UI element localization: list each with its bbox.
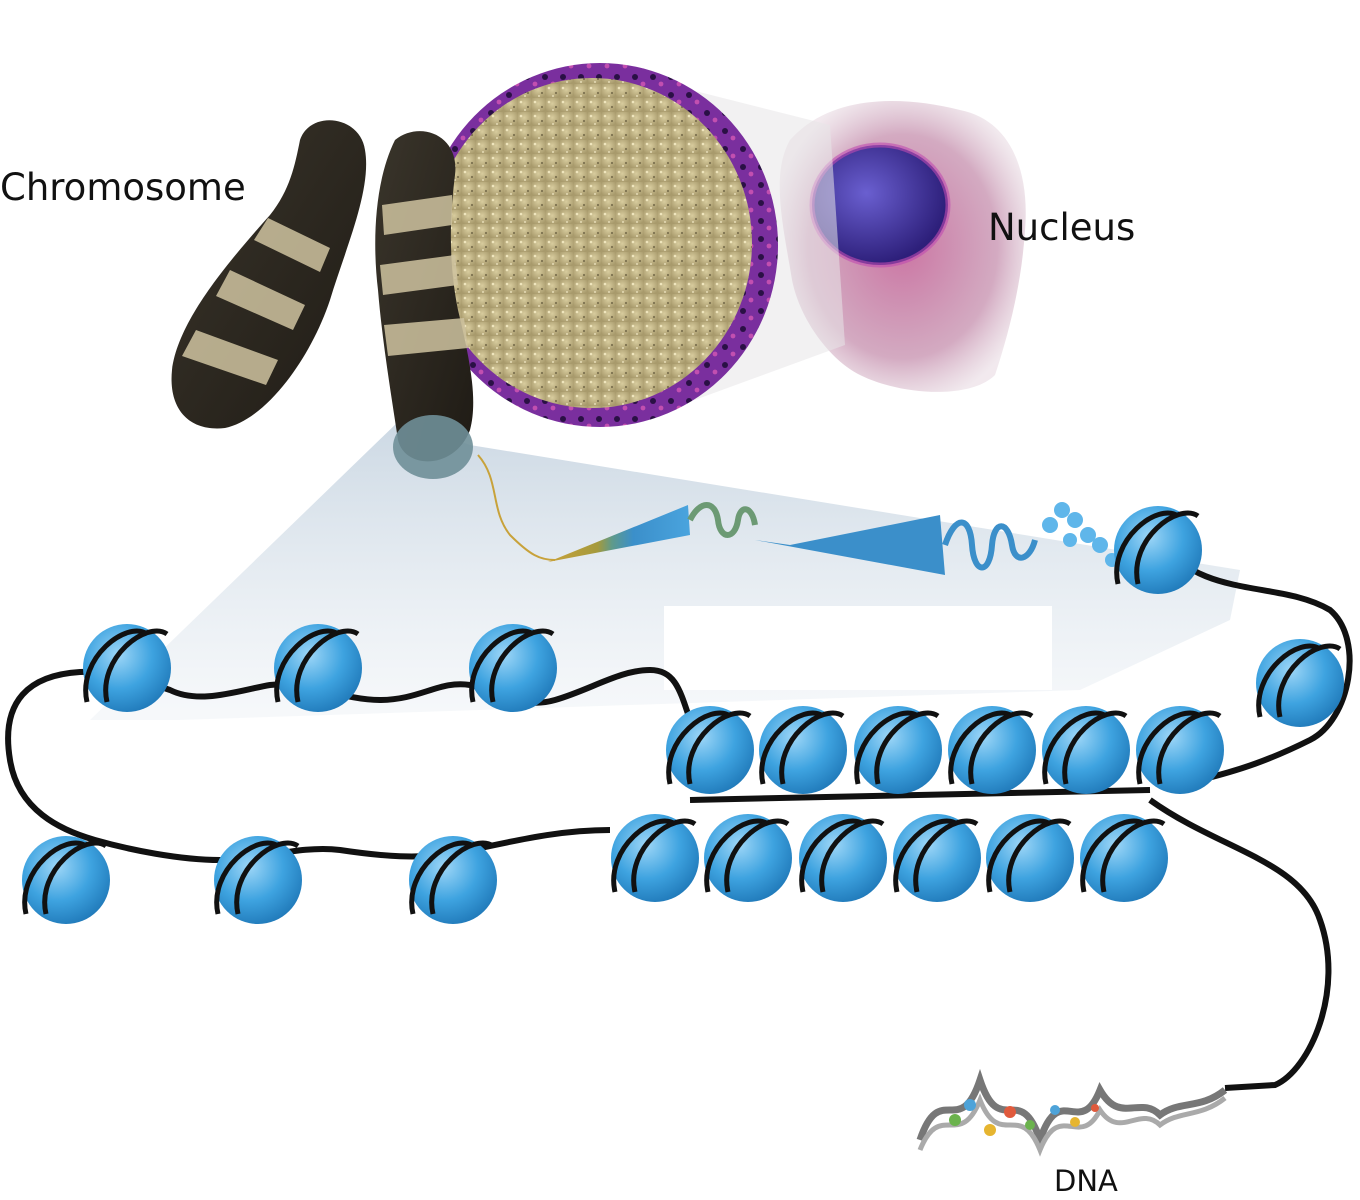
label-dna: DNA	[1054, 1164, 1118, 1198]
nucleosome-icon	[666, 706, 754, 794]
nucleosome-icon	[1080, 814, 1168, 902]
small-nucleus	[812, 145, 948, 265]
blank-label-box-1	[664, 606, 1052, 690]
nucleosome-icon	[986, 814, 1074, 902]
nucleosome-icon	[1256, 639, 1344, 727]
nucleosome-icon	[214, 836, 302, 924]
label-chromosome: Chromosome	[0, 166, 246, 209]
chromosome-highlight-region	[393, 415, 473, 479]
chromatin-fiber	[548, 502, 1119, 575]
nucleosome-icon	[83, 624, 171, 712]
nucleosome-icon	[1042, 706, 1130, 794]
label-nucleus: Nucleus	[988, 206, 1136, 249]
nucleosome-group	[22, 506, 1344, 924]
nucleosome-icon	[893, 814, 981, 902]
nucleosome-icon	[611, 814, 699, 902]
nucleosome-icon	[409, 836, 497, 924]
nucleosome-icon	[948, 706, 1036, 794]
nucleosome-icon	[274, 624, 362, 712]
nucleosome-icon	[854, 706, 942, 794]
blank-label-box-2b	[168, 766, 410, 810]
nucleosome-icon	[759, 706, 847, 794]
dna-double-helix-icon	[916, 1068, 1228, 1157]
nucleus-cross-section	[422, 63, 778, 427]
nucleosome-icon	[704, 814, 792, 902]
blank-label-box-2a	[168, 728, 484, 768]
nucleosome-icon	[1114, 506, 1202, 594]
nucleosome-icon	[799, 814, 887, 902]
chromosome-icon	[171, 120, 474, 479]
nucleosome-icon	[22, 836, 110, 924]
nucleosome-icon	[1136, 706, 1224, 794]
nucleosome-icon	[469, 624, 557, 712]
